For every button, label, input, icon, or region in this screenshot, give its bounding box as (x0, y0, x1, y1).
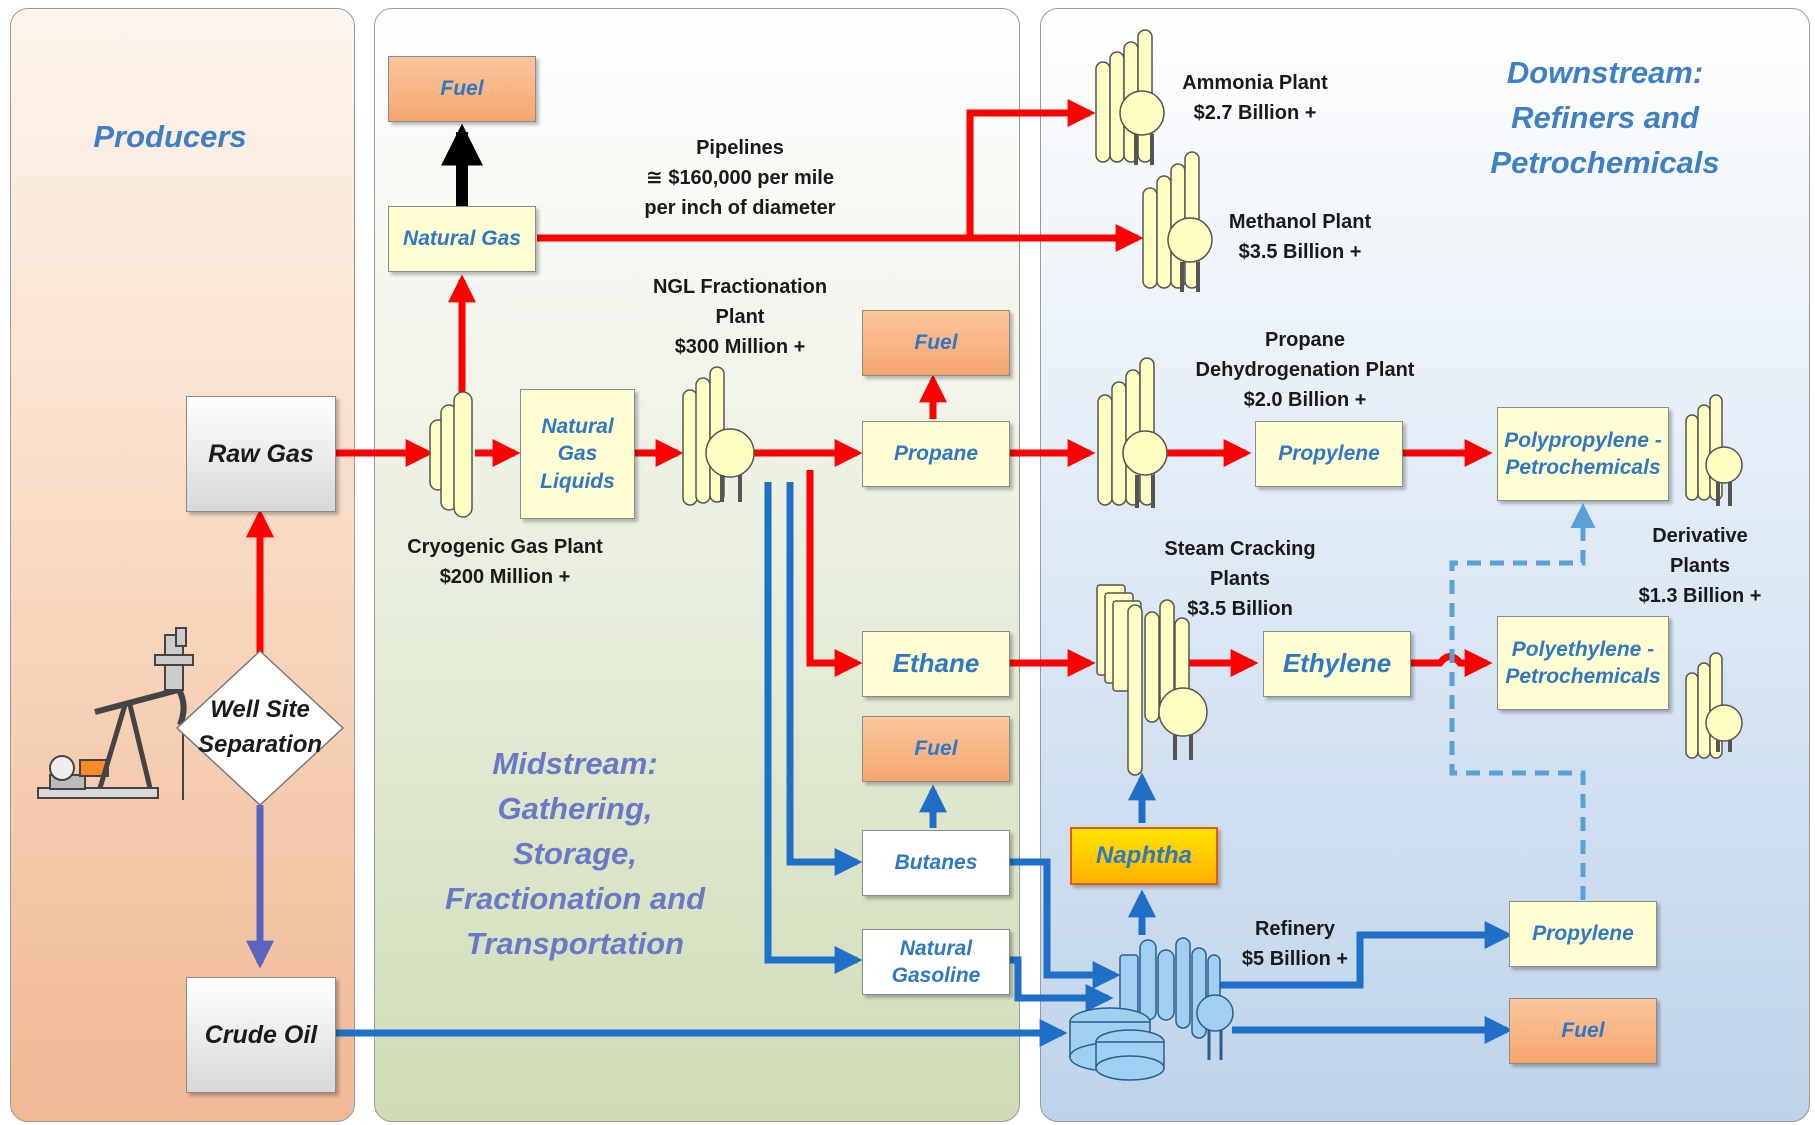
propylene-to-polypropylene-dashed (1449, 503, 1596, 900)
steam-cracking-label: Steam Cracking Plants $3.5 Billion (1164, 538, 1316, 620)
producers-title: Producers (93, 119, 247, 154)
liquid-flow-lines (336, 482, 1513, 1047)
methanol-plant-label: Methanol Plant $3.5 Billion + (1228, 211, 1372, 263)
cryogenic-plant-icon (429, 391, 473, 518)
ngl-fractionation-plant-icon (682, 366, 755, 506)
pipeline-to-ammonia-arrow (966, 99, 1096, 238)
crude-oil-box: Crude Oil (186, 977, 336, 1093)
pdh-plant-label: Propane Dehydrogenation Plant $2.0 Billi… (1195, 329, 1415, 411)
derivative-plants-label: Derivative Plants $1.3 Billion + (1638, 525, 1762, 607)
fuel-top-box: Fuel (388, 56, 536, 122)
well-site-label: Well Site Separation (197, 696, 323, 758)
midstream-title: Midstream: Gathering, Storage, Fractiona… (444, 746, 706, 961)
frac-to-butanes-arrow (786, 482, 863, 876)
polyethylene-plant-icon (1685, 652, 1743, 759)
ethane-box: Ethane (862, 631, 1010, 697)
raw-gas-box: Raw Gas (186, 396, 336, 512)
propylene-box-2: Propylene (1509, 901, 1657, 967)
well-site-diamond (175, 649, 345, 807)
fuel-refinery-box: Fuel (1509, 998, 1657, 1064)
polyethylene-box: Polyethylene - Petrochemicals (1497, 616, 1669, 710)
gasoline-to-refinery-arrow (1008, 956, 1114, 1012)
butanes-box: Butanes (862, 830, 1010, 896)
propane-box: Propane (862, 421, 1010, 487)
pipelines-label: Pipelines ≅ $160,000 per mile per inch o… (644, 137, 836, 219)
butanes-to-refinery-arrow (1008, 858, 1121, 989)
producers-panel (10, 8, 355, 1122)
steam-cracking-plant-icon (1096, 584, 1208, 776)
frac-to-gasoline-arrow (764, 482, 863, 974)
ethylene-to-polyethylene-arrow (1410, 649, 1493, 677)
ngl-fractionation-label: NGL Fractionation Plant $300 Million + (652, 276, 828, 358)
pdh-plant-icon (1097, 357, 1168, 508)
natural-gas-box: Natural Gas (388, 206, 536, 272)
pumpjack-icon (37, 627, 194, 800)
frac-to-ethane-arrow (806, 470, 863, 677)
cryogenic-plant-label: Cryogenic Gas Plant $200 Million + (407, 536, 603, 588)
polypropylene-plant-icon (1685, 394, 1743, 506)
ammonia-plant-label: Ammonia Plant $2.7 Billion + (1182, 72, 1328, 124)
refinery-icon (1069, 937, 1234, 1081)
dashed-flow-lines (1449, 503, 1596, 900)
ngl-box: Natural Gas Liquids (520, 389, 635, 519)
refinery-label: Refinery $5 Billion + (1241, 918, 1349, 970)
ethylene-box: Ethylene (1263, 631, 1411, 697)
methanol-plant-icon (1142, 151, 1213, 292)
fuel-butanes-box: Fuel (862, 716, 1010, 782)
refinery-to-propylene-arrow (1218, 921, 1513, 989)
natural-gasoline-box: Natural Gasoline (862, 929, 1010, 995)
fuel-propane-box: Fuel (862, 310, 1010, 376)
gas-flow-lines (246, 99, 1493, 677)
polypropylene-box: Polypropylene - Petrochemicals (1497, 407, 1669, 501)
ammonia-plant-icon (1095, 29, 1165, 165)
naphtha-box: Naphtha (1070, 827, 1218, 885)
downstream-title: Downstream: Refiners and Petrochemicals (1490, 55, 1720, 180)
propylene-box-1: Propylene (1255, 421, 1403, 487)
